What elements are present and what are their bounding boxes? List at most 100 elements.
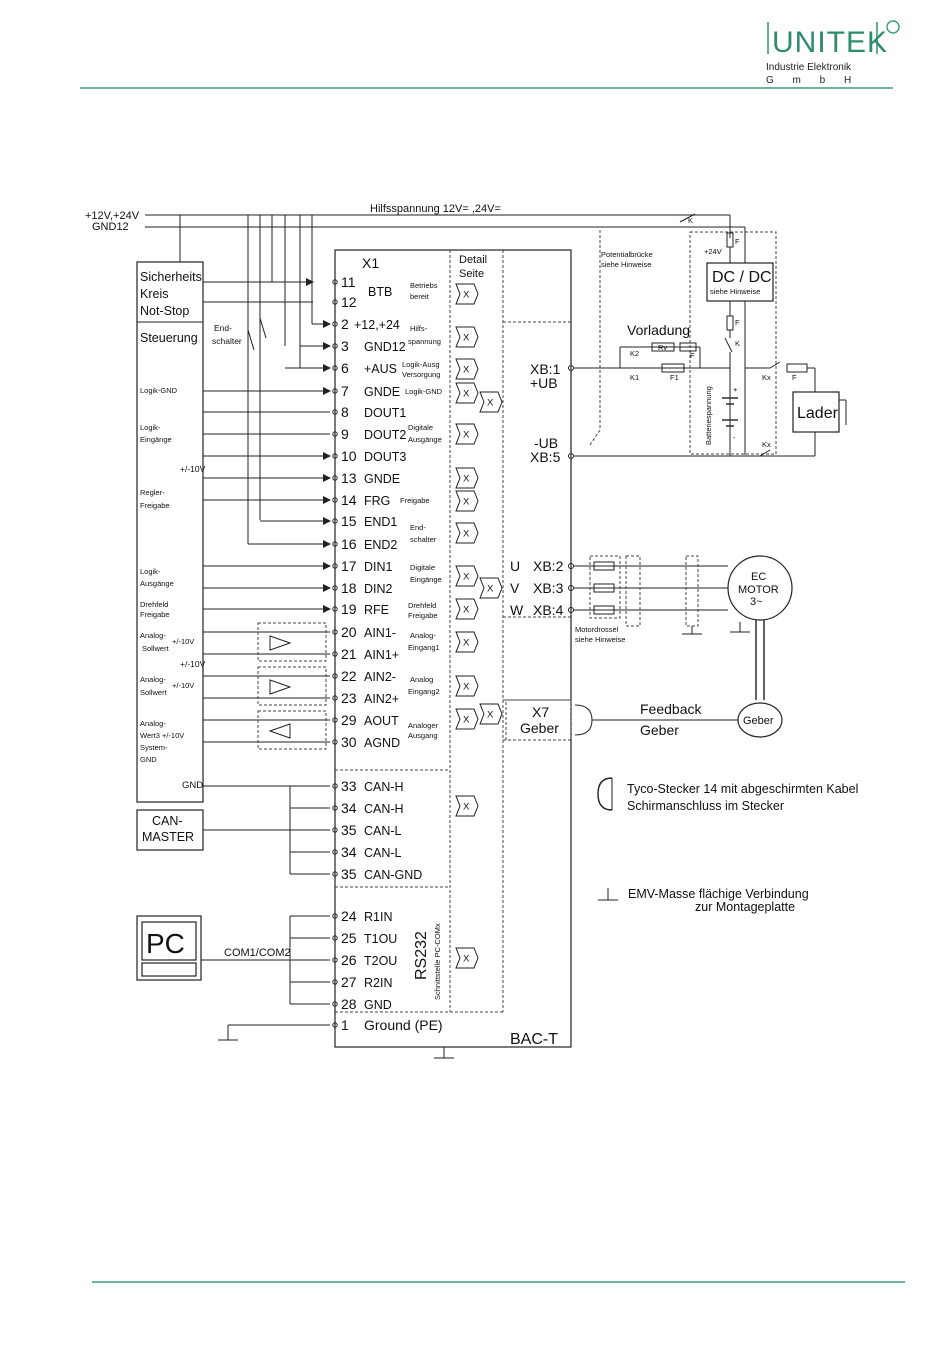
minus-ub-label: -UB	[534, 435, 558, 451]
pin-terminal	[332, 409, 338, 415]
control-box	[136, 261, 204, 803]
pin-terminal	[332, 871, 338, 877]
pin-name: T1OU	[364, 932, 397, 946]
pin-terminal	[332, 805, 338, 811]
can-master-line1: CAN-	[152, 814, 183, 828]
left-item-3b: Freigabe	[140, 501, 170, 510]
pin-terminal	[332, 585, 338, 591]
pin-terminal	[332, 673, 338, 679]
lader-label: Lader	[797, 405, 839, 422]
detail-x: X	[463, 529, 470, 540]
pin-number: 35	[341, 866, 357, 882]
pin-terminal	[332, 431, 338, 437]
can-master-line2: MASTER	[142, 830, 194, 844]
detail-x: X	[487, 398, 494, 409]
detail-arrow-icon	[479, 703, 503, 725]
pin-number: 10	[341, 448, 357, 464]
left-wires	[201, 278, 454, 1059]
pin-name: AOUT	[364, 714, 399, 728]
pin-terminal	[332, 1022, 338, 1028]
logo-registered-icon	[886, 20, 900, 34]
pin-number: 17	[341, 558, 357, 574]
left-item-5a: Drehfeld	[140, 600, 168, 609]
pin-terminal	[332, 913, 338, 919]
detail-x: X	[487, 584, 494, 595]
pin-terminal	[332, 849, 338, 855]
geber-circle-label: Geber	[743, 715, 774, 727]
group-5: Freigabe	[400, 496, 430, 505]
k-label: K	[688, 216, 693, 225]
drossel-line2: siehe Hinweise	[575, 635, 625, 644]
dcdc-box	[706, 262, 774, 302]
pin-terminal	[332, 475, 338, 481]
pin-name: END2	[364, 538, 397, 552]
pin-number: 34	[341, 800, 357, 816]
pin-name: CAN-L	[364, 846, 402, 860]
safety-line3: Not-Stop	[140, 304, 189, 318]
rs232-label: RS232	[413, 931, 430, 980]
detail-arrow-icon	[455, 326, 479, 348]
pin-name: DOUT1	[364, 406, 406, 420]
pin-terminal	[332, 453, 338, 459]
detail-x: X	[463, 290, 470, 301]
pin-number: 28	[341, 996, 357, 1012]
pin-name: Ground (PE)	[364, 1017, 443, 1033]
pin-terminal	[332, 279, 338, 285]
pin-number: 29	[341, 712, 357, 728]
left-item-11c: System-	[140, 743, 168, 752]
left-item-1a: Logik-	[140, 423, 161, 432]
f-label-3: F	[690, 351, 695, 360]
pin-number: 22	[341, 668, 357, 684]
safety-line2: Kreis	[140, 287, 168, 301]
pin-name: AIN2+	[364, 692, 399, 706]
group-1a: Hilfs-	[410, 324, 428, 333]
legend-emv: EMV-Masse flächige Verbindung	[628, 887, 809, 901]
left-item-12: GND	[182, 780, 203, 791]
pin-number: 25	[341, 930, 357, 946]
u-label: U	[510, 558, 520, 574]
pin-name: R1IN	[364, 910, 392, 924]
x1-title: X1	[362, 255, 379, 271]
detail-x: X	[463, 430, 470, 441]
left-item-6b: Sollwert	[142, 644, 170, 653]
legend-tyco: Tyco-Stecker 14 mit abgeschirmten Kabel	[627, 782, 858, 796]
pin-terminal	[332, 518, 338, 524]
header: UNITEK Industrie Elektronik G m b H	[80, 20, 900, 89]
pin-number: 34	[341, 844, 357, 860]
pc-label: PC	[146, 928, 185, 959]
v-label: V	[510, 580, 520, 596]
steuerung-label: Steuerung	[140, 331, 198, 345]
group-2b: Versorgung	[402, 370, 440, 379]
pin-name: T2OU	[364, 954, 397, 968]
pin-name: DIN2	[364, 582, 393, 596]
detail-arrow-icon	[455, 565, 479, 587]
pin-number: 30	[341, 734, 357, 750]
feedback-label: Feedback	[640, 701, 702, 717]
pin-terminal	[332, 606, 338, 612]
pin-terminal	[332, 563, 338, 569]
feedback-geber-label: Geber	[640, 722, 679, 738]
f-label-4: F	[792, 373, 797, 382]
pin-number: 19	[341, 601, 357, 617]
pin-terminal	[332, 1001, 338, 1007]
kx-label-2: Kx	[762, 440, 771, 449]
pin-terminal	[332, 979, 338, 985]
left-item-9b: Sollwert	[140, 688, 168, 697]
detail-line2: Seite	[459, 268, 484, 280]
potential-line1: Potentialbrücke	[601, 250, 653, 259]
pin-name: RFE	[364, 603, 389, 617]
can-master-box	[136, 809, 204, 851]
detail-arrow-icon	[455, 382, 479, 404]
pin-name: END1	[364, 515, 397, 529]
pin-name: +AUS	[364, 362, 397, 376]
geber-label: Geber	[520, 720, 559, 736]
kx-label-1: Kx	[762, 373, 771, 382]
pin-terminal	[332, 497, 338, 503]
detail-x: X	[463, 954, 470, 965]
pin-name: GND12	[364, 340, 406, 354]
pin-number: 6	[341, 360, 349, 376]
pin-number: 11	[341, 274, 356, 290]
group-6a: End-	[410, 523, 426, 532]
f-label-1: F	[735, 237, 740, 246]
